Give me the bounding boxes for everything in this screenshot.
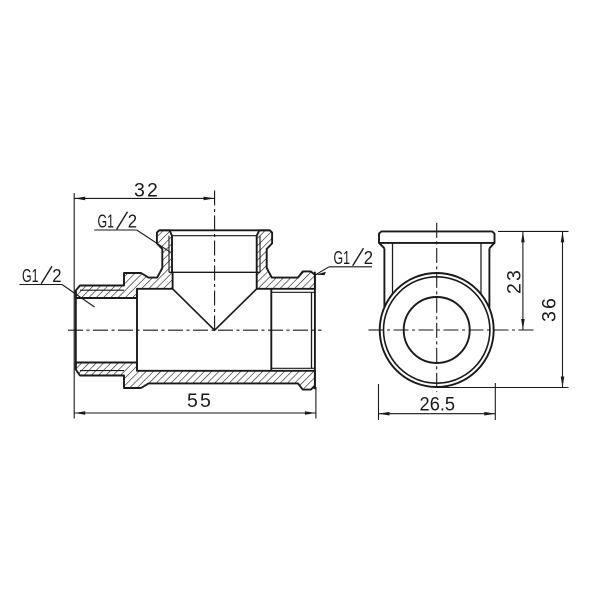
- svg-text:G1: G1: [98, 211, 115, 232]
- svg-text:32: 32: [134, 180, 160, 202]
- svg-text:G1: G1: [22, 265, 39, 286]
- svg-text:2: 2: [128, 211, 137, 232]
- svg-text:G1: G1: [334, 247, 351, 268]
- svg-text:2: 2: [52, 265, 61, 286]
- svg-text:23: 23: [504, 268, 526, 294]
- svg-text:55: 55: [187, 390, 213, 412]
- svg-text:26.5: 26.5: [420, 394, 456, 416]
- svg-text:2: 2: [364, 247, 373, 268]
- svg-text:36: 36: [539, 296, 561, 322]
